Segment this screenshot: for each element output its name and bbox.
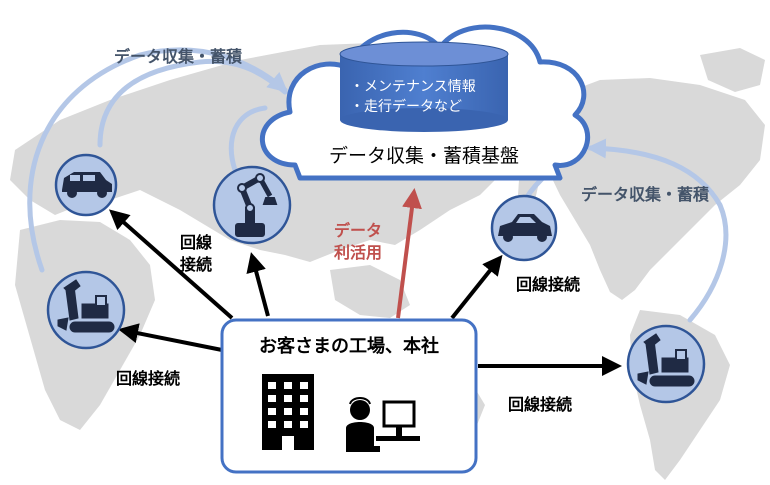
data-use-label-1: データ [334,221,382,240]
connect-arrow-robot [246,252,270,317]
device-excavator-left [46,270,126,350]
excavator-icon [637,333,695,387]
collect-arc-excavator [97,58,288,148]
connect-arrow-suv [109,209,234,320]
device-suv [54,153,118,217]
robot-arm-icon [235,173,278,237]
cloud-title: データ収集・蓄積基盤 [329,145,519,167]
sedan-car-icon [498,214,552,242]
connection-arrows [109,209,622,376]
collect-label-left: データ収集・蓄積 [114,47,243,66]
line-label-left-bottom: 回線接続 [116,369,180,388]
device-robot-arm [212,165,292,245]
excavator-icon [57,279,115,333]
cloud-platform: ・メンテナンス情報 ・走行データなど データ収集・蓄積基盤 [260,24,591,181]
line-label-vertical-2: 接続 [180,255,212,274]
database-item-maintenance: ・メンテナンス情報 [350,79,476,95]
line-label-right-bottom: 回線接続 [508,395,572,414]
collection-arrows [27,47,729,323]
collect-arc-excavator-right [586,138,729,323]
device-sedan [490,194,558,262]
database-item-driving: ・走行データなど [350,98,462,115]
collect-arc-robot [228,105,268,173]
data-use-arrow [396,188,422,319]
line-label-right-top: 回線接続 [516,275,580,294]
suv-car-icon [62,172,112,198]
office-building-icon [262,374,314,450]
customer-box: お客さまの工場、本社 [220,318,478,474]
data-use-label-2: 利活用 [334,243,382,262]
map-se-asia [330,265,410,318]
map-greenland [700,48,765,92]
map-north-america [545,78,765,300]
operator-computer-icon [346,397,420,452]
line-label-vertical-1: 回線 [180,233,212,252]
collect-label-right: データ収集・蓄積 [581,185,710,204]
customer-title: お客さまの工場、本社 [259,335,439,357]
collect-arc-suv [27,47,289,273]
database-icon [339,41,509,132]
device-excavator-right [626,324,706,404]
connect-arrow-sedan [450,254,503,320]
connect-arrow-excavator-left [118,323,223,352]
